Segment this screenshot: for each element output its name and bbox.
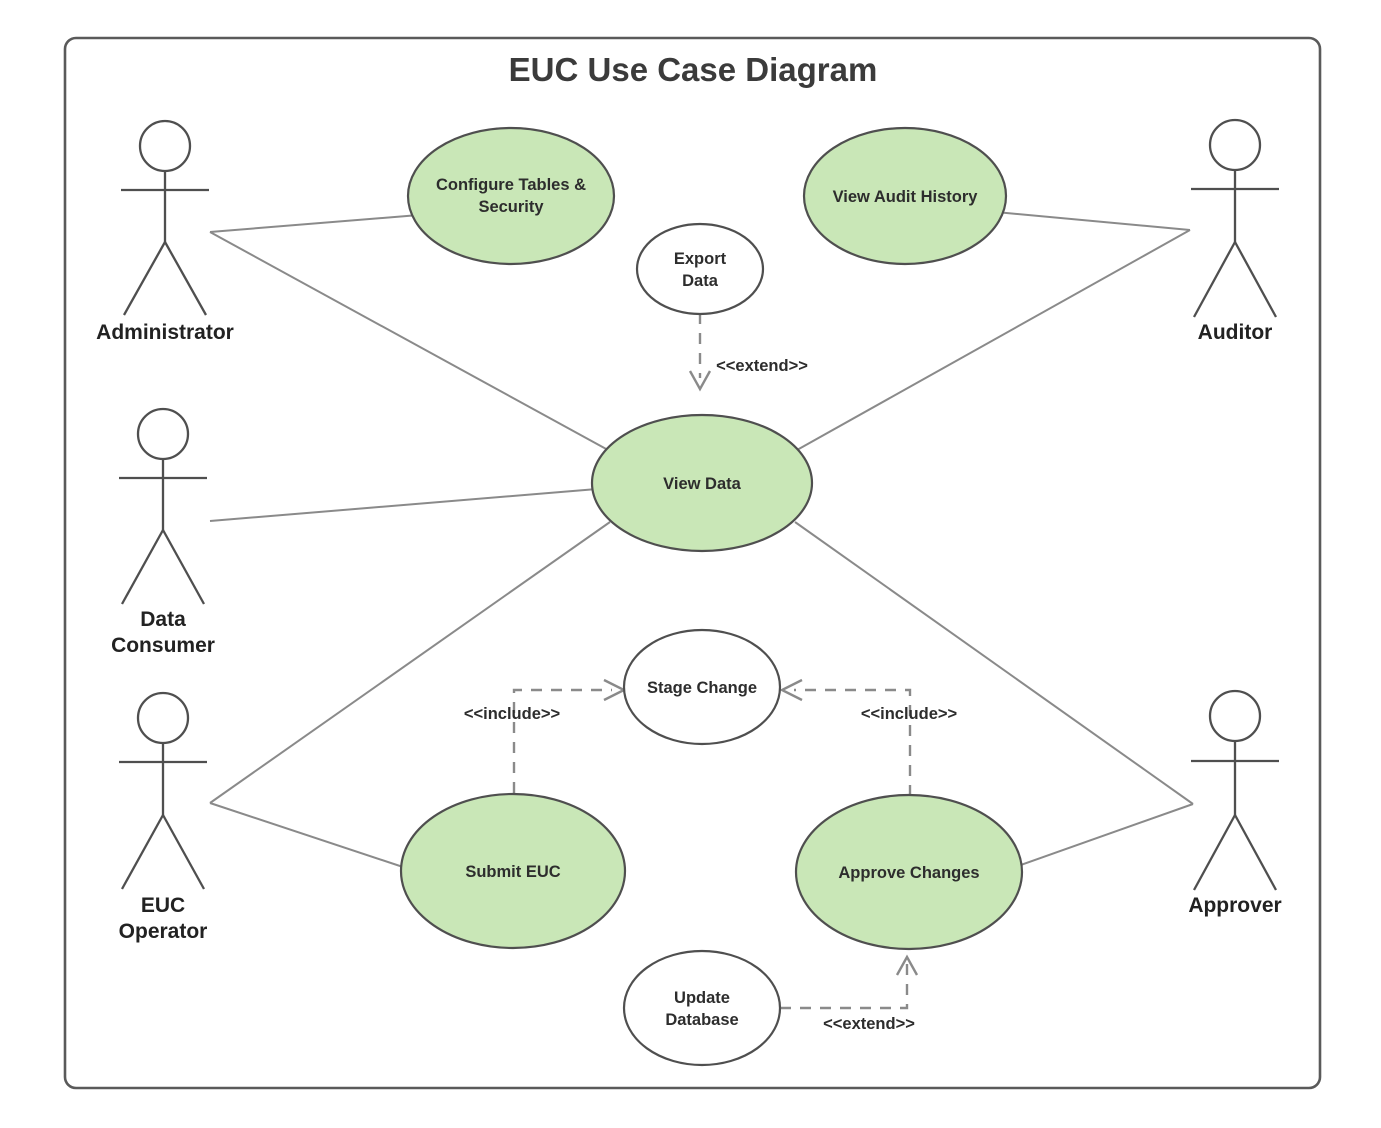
use-case-configure-tables-security[interactable]: Configure Tables & Security	[406, 126, 616, 266]
actor-left-leg-icon	[120, 814, 165, 890]
use-case-update-database[interactable]: Update Database	[622, 949, 782, 1067]
use-case-view-audit-history[interactable]: View Audit History	[802, 126, 1008, 266]
actor-label-line-2: Operator	[119, 920, 208, 943]
actor-right-leg-icon	[161, 814, 206, 890]
relationship-extend-export-data: <<extend>>	[688, 313, 808, 392]
use-case-label-line-1: Update	[674, 989, 730, 1007]
use-case-ellipse[interactable]	[399, 792, 627, 950]
actor-label-line-1: Auditor	[1198, 321, 1273, 344]
include-label-left: <<include>>	[464, 705, 560, 723]
actor-left-leg-icon	[122, 241, 167, 316]
association-lines	[209, 211, 1194, 873]
use-case-ellipse[interactable]	[590, 413, 814, 553]
assoc-data-consumer-view-data	[209, 488, 598, 522]
actor-auditor[interactable]: Auditor	[1191, 118, 1279, 344]
use-case-ellipse[interactable]	[622, 949, 782, 1067]
actor-data-consumer[interactable]: Data Consumer	[111, 407, 215, 657]
include-left-arrowhead-icon	[603, 678, 627, 702]
extend-label-top: <<extend>>	[716, 357, 808, 375]
relationship-extend-update-database: <<extend>>	[780, 954, 919, 1033]
use-case-label-line-1: Approve Changes	[838, 864, 979, 882]
use-case-label-line-1: Stage Change	[647, 679, 757, 697]
relationship-include-submit-euc: <<include>>	[464, 678, 627, 793]
page-title: EUC Use Case Diagram	[509, 51, 878, 88]
assoc-euc-operator-submit-euc	[209, 802, 413, 871]
assoc-euc-operator-view-data	[209, 521, 611, 804]
assoc-approver-approve-changes	[1000, 803, 1194, 873]
extend-export-arrowhead-icon	[688, 370, 712, 392]
include-right-line	[794, 688, 912, 796]
assoc-administrator-configure	[209, 214, 420, 233]
actor-left-leg-icon	[1192, 814, 1237, 891]
actor-head-icon	[136, 691, 190, 745]
use-case-label-line-1: View Data	[663, 475, 741, 493]
extend-bottom-line	[780, 958, 909, 1010]
use-case-ellipse[interactable]	[635, 222, 765, 316]
use-case-export-data[interactable]: Export Data	[635, 222, 765, 316]
actor-label-line-1: Data	[140, 608, 186, 631]
use-case-label-line-2: Data	[682, 272, 719, 290]
actor-head-icon	[1208, 689, 1262, 743]
assoc-auditor-view-data	[796, 229, 1191, 451]
use-case-label-line-1: Configure Tables &	[436, 176, 586, 194]
use-case-label-line-2: Security	[478, 198, 544, 216]
actor-left-leg-icon	[120, 529, 165, 605]
actor-label-line-1: Approver	[1188, 894, 1281, 917]
actor-head-icon	[1208, 118, 1262, 172]
actor-label-line-2: Consumer	[111, 634, 215, 657]
actor-euc-operator[interactable]: EUC Operator	[119, 691, 208, 943]
actor-label-line-1: EUC	[141, 894, 185, 917]
extend-bottom-arrowhead-icon	[895, 954, 919, 976]
use-case-view-data[interactable]: View Data	[590, 413, 814, 553]
assoc-approver-view-data	[794, 521, 1194, 805]
relationship-include-approve-changes: <<include>>	[779, 678, 957, 796]
actor-approver[interactable]: Approver	[1188, 689, 1282, 917]
use-case-stage-change[interactable]: Stage Change	[622, 628, 782, 746]
include-label-right: <<include>>	[861, 705, 957, 723]
use-case-approve-changes[interactable]: Approve Changes	[794, 793, 1024, 951]
actor-head-icon	[138, 119, 192, 173]
use-case-submit-euc[interactable]: Submit EUC	[399, 792, 627, 950]
actor-right-leg-icon	[161, 529, 206, 605]
extend-label-bottom: <<extend>>	[823, 1015, 915, 1033]
use-case-ellipse[interactable]	[794, 793, 1024, 951]
assoc-administrator-view-data	[209, 231, 609, 451]
use-case-label-line-1: View Audit History	[833, 188, 979, 206]
actor-head-icon	[136, 407, 190, 461]
use-case-ellipse[interactable]	[622, 628, 782, 746]
system-boundary-frame	[63, 36, 1322, 1090]
actor-right-leg-icon	[1233, 814, 1278, 891]
use-case-ellipse[interactable]	[406, 126, 616, 266]
actor-administrator[interactable]: Administrator	[96, 119, 234, 344]
use-case-label-line-1: Submit EUC	[465, 863, 560, 881]
actor-left-leg-icon	[1192, 241, 1237, 318]
include-left-line	[512, 688, 612, 793]
use-case-ellipse[interactable]	[802, 126, 1008, 266]
include-right-arrowhead-icon	[779, 678, 803, 702]
actor-right-leg-icon	[163, 241, 208, 316]
actor-right-leg-icon	[1233, 241, 1278, 318]
actor-label-line-1: Administrator	[96, 321, 234, 344]
assoc-auditor-view-audit-history	[995, 211, 1191, 231]
use-case-label-line-1: Export	[674, 250, 727, 268]
use-case-label-line-2: Database	[665, 1011, 738, 1029]
